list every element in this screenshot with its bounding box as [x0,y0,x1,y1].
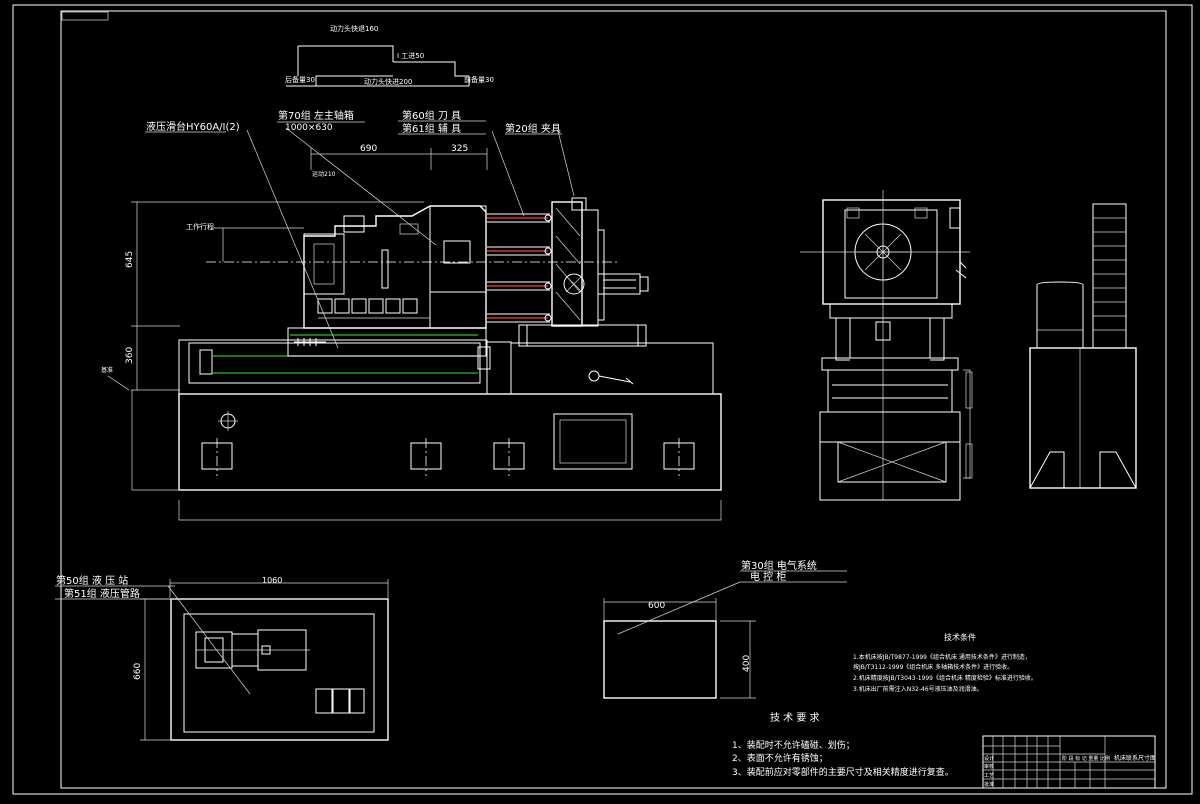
end-cabinet [1029,347,1137,489]
motor-block [303,233,345,295]
title-process: 工艺 [984,773,994,779]
inner-border [60,10,1167,789]
end-view [1029,203,1137,489]
title-checker: 审核 [984,763,994,770]
tech-requirements: 技 术 要 求 1、装配时不允许磕碰、划伤； 2、表面不允许有锈蚀； 3、装配前… [732,711,954,778]
dim-600: 600 [648,601,665,611]
dim-690: 690 [360,144,377,154]
leader-spindle-box [285,127,437,246]
side-view [800,190,973,501]
main-machine-view: 690 325 645 360 工作行程 运动210 基准 液压滑台HY60A/… [101,109,722,521]
tech-conditions: 技术条件 1.本机床按JB/T9877-1999《组合机床 通用技术条件》进行制… [853,632,1037,693]
dim-645: 645 [125,251,135,268]
work-feed-label: I 工进50 [397,52,424,60]
title-stage-label: 阶 段 标 记 重量 比例 [1062,755,1110,762]
box-1 [317,298,333,314]
stroke-label: 工作行程 [186,222,214,231]
dim-660: 660 [133,663,143,680]
tech-requirement-3: 3、装配前应对零部件的主要尺寸及相关精度进行复查。 [732,766,954,778]
leader-tool [491,130,525,217]
tech-requirement-1: 1、装配时不允许磕碰、划伤； [732,739,855,751]
tech-condition-4: 3.机床出厂前需注入N32-46号液压油及润滑油。 [853,685,983,693]
tech-condition-2: 按JB/T3112-1999《组合机床 多轴箱技术条件》进行验收。 [853,663,1013,671]
fixture-plate [551,201,583,327]
hydraulic-station-plan: 第50组 液 压 站 第51组 液压管路 1060 660 [55,574,389,741]
tech-condition-3: 2.机床精度按JB/T3043-1999《组合机床 精度检验》标准进行验收。 [853,674,1037,682]
title-block: 设计 审核 工艺 批准 阶 段 标 记 重量 比例 机床联系尺寸图 [982,735,1156,789]
bed-door-inner [559,419,627,464]
label-auxiliary-tool: 第61组 辅 具 [402,122,461,135]
title-approve: 批准 [984,781,994,788]
electric-cabinet-view: 600 400 第30组 电气系统 电 控 柜 [603,559,847,699]
clamp-rotor [563,273,585,295]
label-spindle-box-group: 第70组 左主轴箱 [278,109,354,122]
title-drawing-name: 机床联系尺寸图 [1114,754,1156,762]
fixture-clamp-top [571,197,587,211]
outer-border [12,4,1193,795]
side-spindle-face [844,209,938,299]
small-note: 运动210 [312,170,336,178]
slide-front-cap [477,346,491,370]
back-margin-label: 后备量30 [285,75,315,84]
slide-end-cap [199,349,213,375]
leader-slide [246,129,339,349]
label-spindle-box-size: 1000×630 [285,123,333,133]
side-slide-body [827,369,953,413]
hydraulic-piping-label: 第51组 液压管路 [64,587,140,600]
hydraulic-slide [188,342,481,384]
corner-code-box [61,11,109,21]
label-hydraulic-slide: 液压滑台HY60A/I(2) [146,120,240,133]
dim-1060: 1060 [262,576,282,585]
gauge-strip [381,249,389,289]
electrical-cabinet-label: 电 控 柜 [750,570,786,583]
dim-360: 360 [125,347,135,364]
spindle-box-window [443,240,471,264]
bed-access-door [553,413,633,470]
tech-requirement-2: 2、表面不允许有锈蚀； [732,752,828,764]
cutting-tools [487,217,548,319]
box-3 [351,298,367,314]
motor-top [343,215,365,233]
title-designer: 设计 [984,755,994,762]
cycle-diagram: 动力头快退160 I 工进50 后备量30 动力头快进200 前备量30 [285,24,494,87]
hydraulic-tank-inner [183,613,375,733]
fast-forward-label: 动力头快进200 [364,77,412,86]
spindle-box [429,205,487,329]
fast-return-label: 动力头快退160 [330,24,378,33]
box-5 [385,298,401,314]
dim-325: 325 [451,144,468,154]
power-head-outline [303,205,487,329]
front-margin-label: 前备量30 [464,75,494,84]
handwheel [588,370,600,382]
electric-cabinet [603,620,717,699]
motor-cylinder [1036,281,1084,349]
hydraulic-station-label: 第50组 液 压 站 [56,574,128,587]
base-mark: 基准 [101,366,113,374]
motor-inner [313,243,335,285]
machine-bed [178,393,722,491]
tech-conditions-title: 技术条件 [944,632,976,642]
leader-fixture [557,130,575,197]
dim-400: 400 [742,655,752,672]
box-4 [368,298,384,314]
side-base-box [837,441,947,483]
electrical-group-label: 第30组 电气系统 [741,559,817,572]
box-6 [402,298,418,314]
hydraulic-tank [170,598,389,741]
box-2 [334,298,350,314]
label-cutting-tool: 第60组 刀 具 [402,109,461,122]
tech-requirements-title: 技 术 要 求 [770,711,820,724]
clamp-cylinder [597,273,641,295]
label-fixture: 第20组 夹具 [505,122,561,135]
tech-condition-1: 1.本机床按JB/T9877-1999《组合机床 通用技术条件》进行制造， [853,653,1031,661]
ladder-column [1092,203,1127,349]
